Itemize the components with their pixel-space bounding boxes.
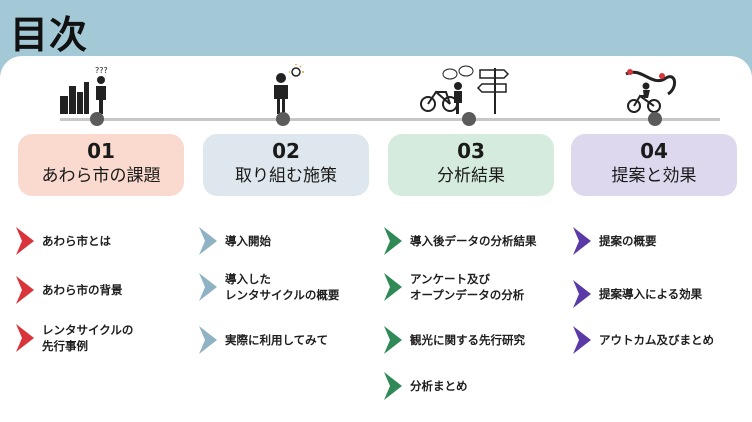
toc-item[interactable]: あわら市の背景 [16,276,123,304]
section-number: 03 [457,139,485,163]
chevron-right-icon [384,227,402,255]
toc-item[interactable]: 実際に利用してみて [199,326,328,354]
chevron-right-icon [573,280,591,308]
toc-item[interactable]: 提案導入による効果 [573,280,702,308]
section-label: 分析結果 [437,166,505,186]
chevron-right-icon [199,273,217,301]
toc-item-label: あわら市の背景 [42,283,123,297]
chevron-right-icon [384,273,402,301]
toc-item-label: レンタサイクルの 先行事例 [42,323,134,353]
section-number: 02 [272,139,300,163]
page-title: 目次 [10,13,89,57]
toc-item-label: 導入開始 [225,234,271,248]
chevron-right-icon [199,227,217,255]
toc-item[interactable]: アウトカム及びまとめ [573,326,714,354]
section-label: あわら市の課題 [41,166,161,186]
chevron-right-icon [384,326,402,354]
content-card [0,56,752,422]
timeline-dot-2 [276,112,290,126]
section-number: 01 [87,139,115,163]
chevron-right-icon [16,324,34,352]
toc-item[interactable]: 導入開始 [199,227,271,255]
section-number: 04 [640,139,668,163]
section-04-card[interactable]: 04 提案と効果 [571,134,737,196]
section-label: 取り組む施策 [235,166,337,186]
chevron-right-icon [16,276,34,304]
toc-item[interactable]: 導入した レンタサイクルの概要 [199,271,339,303]
city-thinker-icon: ??? [60,66,108,114]
toc-item[interactable]: あわら市とは [16,227,111,255]
section-02-card[interactable]: 02 取り組む施策 [203,134,369,196]
toc-item-label: 提案導入による効果 [599,287,703,301]
toc-item-label: 観光に関する先行研究 [410,333,525,347]
cyclist-route-icon [625,69,676,113]
timeline-dot-3 [462,112,476,126]
section-01-card[interactable]: 01 あわら市の課題 [18,134,184,196]
svg-text:???: ??? [95,66,108,75]
toc-item[interactable]: レンタサイクルの 先行事例 [16,322,133,354]
toc-item-label: 導入した レンタサイクルの概要 [225,272,340,302]
toc-item-label: アウトカム及びまとめ [599,333,714,347]
toc-item-label: あわら市とは [42,234,111,248]
chevron-right-icon [199,326,217,354]
toc-item[interactable]: 提案の概要 [573,227,657,255]
timeline-dot-1 [90,112,104,126]
chevron-right-icon [573,326,591,354]
chevron-right-icon [16,227,34,255]
toc-item-label: 導入後データの分析結果 [410,234,537,248]
timeline-line [60,118,720,121]
toc-item-label: 提案の概要 [599,234,657,248]
toc-item[interactable]: 分析まとめ [384,372,468,400]
toc-item-label: 分析まとめ [410,379,468,393]
chevron-right-icon [384,372,402,400]
toc-item-label: アンケート及び オープンデータの分析 [410,272,525,302]
toc-item[interactable]: 観光に関する先行研究 [384,326,525,354]
chevron-right-icon [573,227,591,255]
toc-item[interactable]: アンケート及び オープンデータの分析 [384,271,524,303]
section-label: 提案と効果 [611,166,697,186]
toc-item[interactable]: 導入後データの分析結果 [384,227,537,255]
section-03-card[interactable]: 03 分析結果 [388,134,554,196]
timeline-dot-4 [648,112,662,126]
cyclist-signpost-icon [420,65,510,114]
idea-person-icon [274,64,304,114]
toc-item-label: 実際に利用してみて [225,333,329,347]
